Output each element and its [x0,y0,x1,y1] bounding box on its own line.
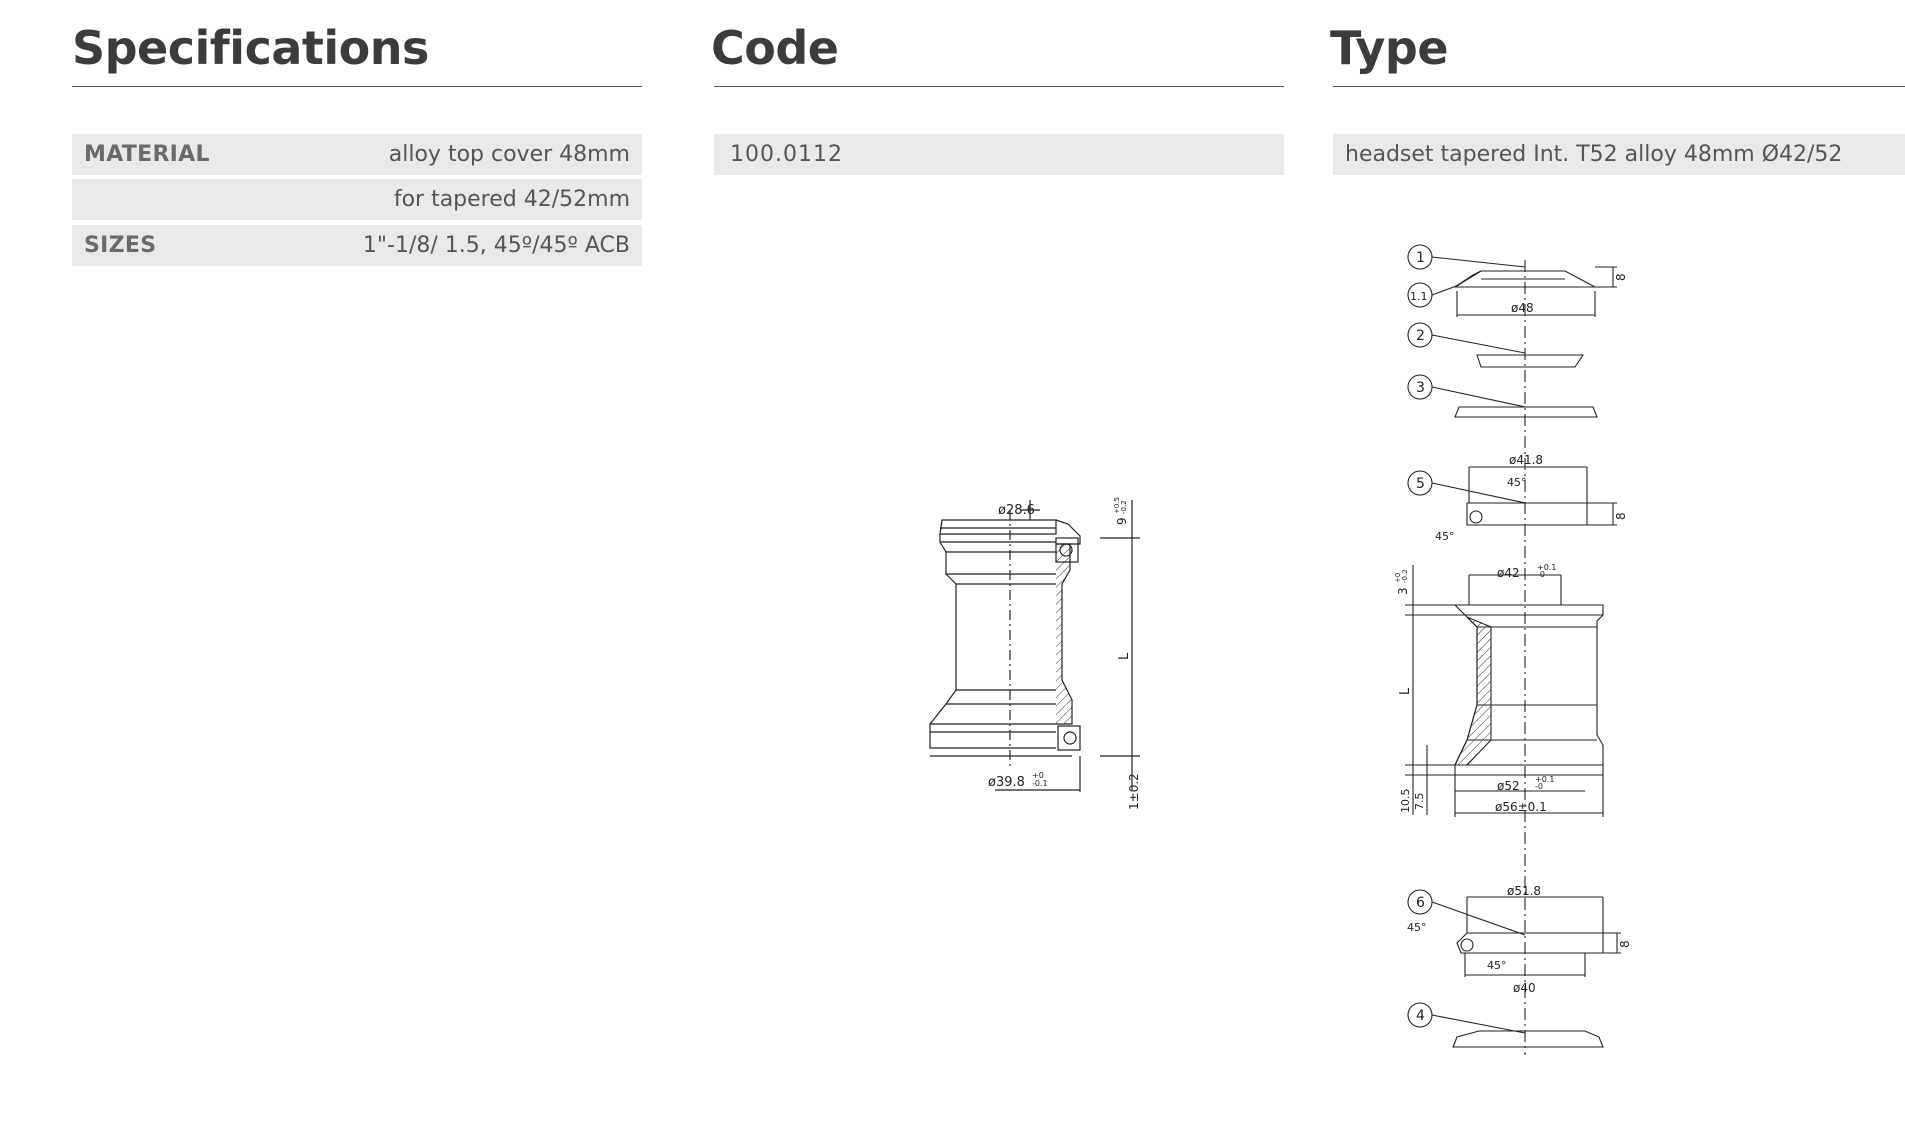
type-value: headset tapered Int. T52 alloy 48mm Ø42/… [1345,142,1843,167]
dim-frame-top-dia-tol-upper: +0.1 [1537,563,1556,572]
code-rule [714,86,1284,87]
dim-lower-bearing-height: 8 [1618,940,1632,948]
spec-value: alloy top cover 48mm [388,142,630,167]
spec-row-sizes: SIZES 1"-1/8/ 1.5, 45º/45º ACB [72,225,642,266]
dim-frame-bottom-h2: 7.5 [1413,793,1426,811]
dim-top-dia: ø28.6 [998,503,1035,518]
dim-cap-dia: ø48 [1511,301,1534,315]
dim-upper-bearing-angle-top: 45° [1507,476,1527,489]
part-1-1-label: 1.1 [1410,290,1428,303]
spec-label: SIZES [84,233,157,258]
dim-lower-bearing-angle-bottom: 45° [1487,959,1507,972]
exploded-drawing: 1 1.1 ø48 8 2 3 5 ø41.8 45° 45° 8 ø42 +0… [1385,235,1645,1065]
dim-bottom-offset: 1±0.2 [1127,773,1141,810]
dim-frame-top-offset-tol-upper: +0 [1394,573,1402,583]
dim-lower-bearing-angle-top: 45° [1407,921,1427,934]
dim-upper-bearing-angle-bottom: 45° [1435,530,1455,543]
dim-frame-top-offset-tol-lower: -0.2 [1401,569,1409,583]
dim-upper-bearing-height: 8 [1614,512,1628,520]
dim-bottom-dia-tol-upper: +0 [1032,771,1044,780]
dim-bottom-dia: ø39.8 [988,775,1025,790]
dim-frame-bottom-dia-tol-upper: +0.1 [1535,775,1554,784]
part-4-label: 4 [1416,1008,1425,1024]
part-3-label: 3 [1416,380,1425,396]
part-6-label: 6 [1416,895,1425,911]
dim-bottom-dia-tol-lower: -0.1 [1032,779,1048,788]
spec-label: MATERIAL [84,142,210,167]
type-row: headset tapered Int. T52 alloy 48mm Ø42/… [1333,134,1905,175]
dim-height: L [1117,652,1132,660]
specifications-heading: Specifications [72,21,429,75]
dim-lower-bearing-inner-dia: ø40 [1513,981,1536,995]
dim-frame-top-dia-tol-lower: -0 [1537,570,1545,579]
dim-top-offset-tol-lower: -0.2 [1120,500,1128,514]
code-value: 100.0112 [730,142,843,167]
spec-value: 1"-1/8/ 1.5, 45º/45º ACB [362,233,630,258]
code-row: 100.0112 [714,134,1284,175]
part-1-label: 1 [1416,250,1425,266]
dim-upper-bearing-dia: ø41.8 [1509,453,1543,467]
dim-lower-bearing-dia: ø51.8 [1507,884,1541,898]
dim-frame-top-dia: ø42 [1497,566,1520,580]
dim-frame-outer-dia: ø56±0.1 [1495,800,1547,814]
spec-row-material: MATERIAL alloy top cover 48mm [72,134,642,175]
dim-frame-top-offset: 3 [1396,587,1410,595]
dim-top-offset: 9 [1115,517,1129,525]
type-rule [1333,86,1905,87]
specifications-rule [72,86,642,87]
spec-row-material-cont: for tapered 42/52mm [72,179,642,220]
part-5-label: 5 [1416,476,1425,492]
assembly-drawing: ø28.6 ø39.8 +0 -0.1 L 9 +0.5 -0.2 1±0.2 [900,480,1160,820]
dim-frame-bottom-h1: 10.5 [1399,789,1412,814]
dim-top-offset-tol-upper: +0.5 [1113,497,1121,514]
dim-frame-length: L [1398,687,1413,695]
code-heading: Code [711,21,839,75]
dim-frame-bottom-dia-tol-lower: -0 [1535,782,1543,791]
part-2-label: 2 [1416,328,1425,344]
type-heading: Type [1330,21,1449,75]
spec-value: for tapered 42/52mm [393,187,630,212]
dim-cap-height: 8 [1614,273,1628,281]
dim-frame-bottom-dia: ø52 [1497,779,1520,793]
